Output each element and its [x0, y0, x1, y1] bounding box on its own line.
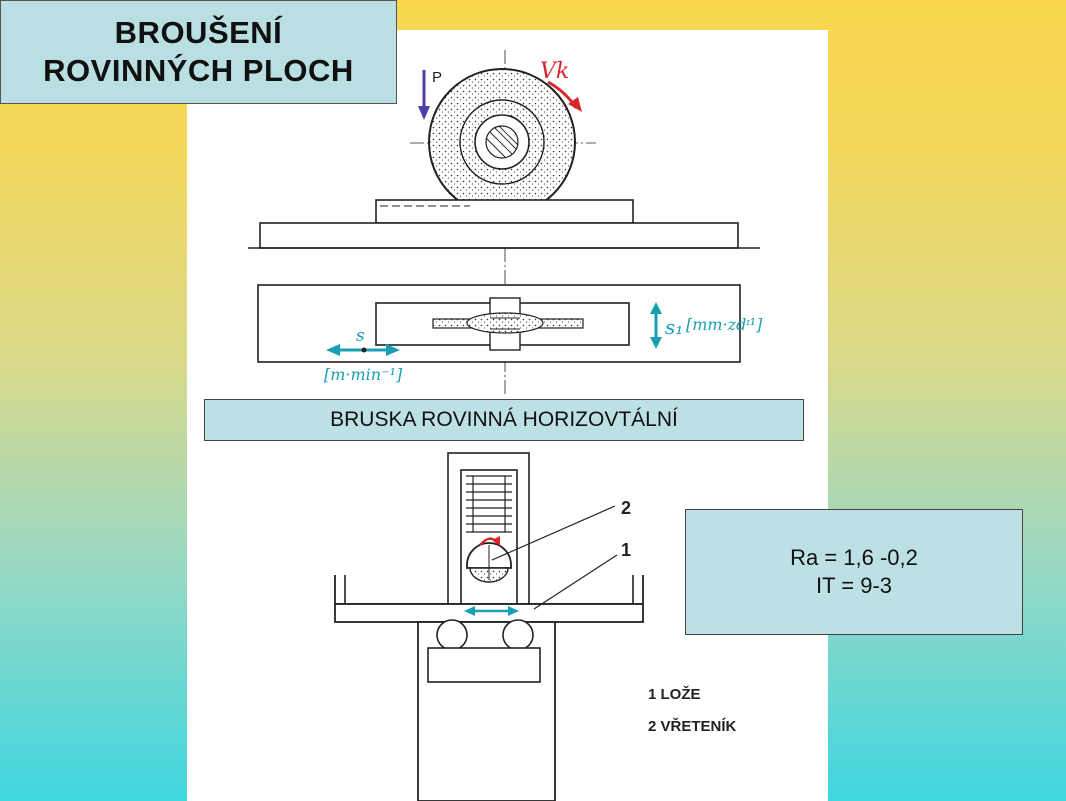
bed-table	[334, 603, 644, 623]
roughness-params-box: Ra = 1,6 -0,2 IT = 9-3	[685, 509, 1023, 635]
svg-text:s₁: s₁	[665, 315, 683, 339]
machine-front-view	[334, 452, 644, 801]
cross-feed-arrow: s₁ [mm·zdᶦ¹]	[650, 302, 763, 349]
ra-value: Ra = 1,6 -0,2	[790, 545, 918, 570]
title-line-2: ROVINNÝCH PLOCH	[43, 53, 354, 88]
diagram-caption: BRUSKA ROVINNÁ HORIZOVTÁLNÍ	[204, 399, 804, 441]
it-value: IT = 9-3	[815, 573, 893, 598]
callout-1: 1	[621, 540, 631, 560]
side-view	[248, 50, 760, 395]
title-line-1: BROUŠENÍ	[114, 15, 283, 50]
slide-title: BROUŠENÍ ROVINNÝCH PLOCH	[0, 0, 397, 104]
svg-text:s: s	[356, 326, 365, 346]
table-feed-arrow	[464, 606, 519, 616]
spindle-rotation-arrow	[479, 536, 500, 546]
machine-table	[259, 222, 739, 249]
cutting-speed-arrow: Vk	[540, 59, 582, 112]
svg-text:[mm·zdᶦ¹]: [mm·zdᶦ¹]	[686, 315, 763, 334]
svg-text:Vk: Vk	[540, 59, 569, 84]
legend-item-2: 2 VŘETENÍK	[648, 717, 737, 735]
force-arrow: P	[418, 69, 442, 120]
svg-text:P: P	[432, 69, 442, 86]
longitudinal-feed-arrow: s [m·min⁻¹]	[324, 326, 403, 384]
callout-2: 2	[621, 498, 631, 518]
caption-text: BRUSKA ROVINNÁ HORIZOVTÁLNÍ	[330, 408, 678, 431]
legend-item-1: 1 LOŽE	[648, 685, 701, 703]
svg-text:[m·min⁻¹]: [m·min⁻¹]	[324, 365, 403, 384]
workpiece	[375, 199, 634, 224]
